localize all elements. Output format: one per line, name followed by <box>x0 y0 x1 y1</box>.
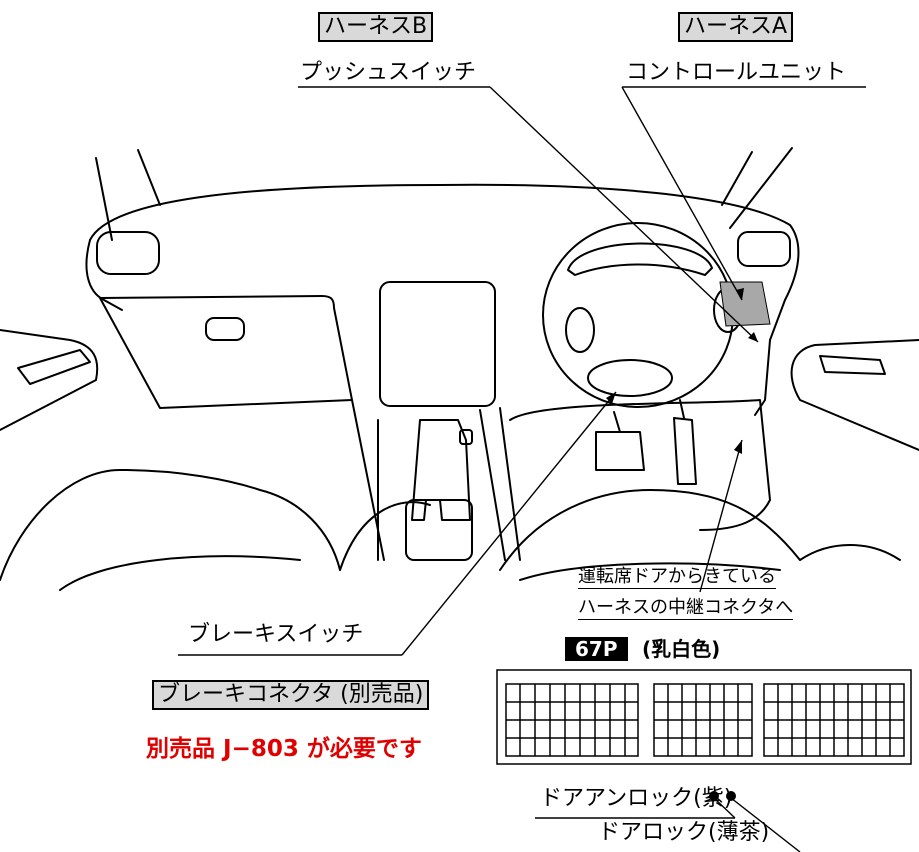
harness-a-label: ハーネスA <box>678 12 794 42</box>
lock-pin <box>726 791 736 801</box>
left-door-panel <box>0 329 99 431</box>
left-air-vent <box>96 231 160 275</box>
right-a-pillar <box>721 147 793 229</box>
left-a-pillar <box>95 149 161 241</box>
dashboard-outline <box>89 183 800 416</box>
left-seat-inner <box>59 555 301 591</box>
right-door-handle <box>819 355 886 375</box>
leader-door-lock <box>730 797 801 852</box>
driver-door-line1: 運転席ドアからきている <box>578 566 776 589</box>
center-console <box>351 399 521 561</box>
required-part-note: 別売品 J−803 が必要です <box>146 736 422 762</box>
center-panel <box>379 281 496 407</box>
right-seat-inner <box>519 562 781 581</box>
left-door-handle <box>17 349 91 385</box>
leader-control-unit-diag <box>621 86 743 301</box>
gear-knob-button <box>459 429 473 445</box>
leader-push-switch-diag <box>489 86 759 343</box>
push-switch-label: プッシュスイッチ <box>300 60 477 85</box>
arrow-control-unit <box>736 288 744 300</box>
right-center-vent <box>737 231 791 267</box>
right-seat-outer <box>799 544 901 561</box>
brake-switch-label: ブレーキスイッチ <box>188 622 364 647</box>
leader-door-connector <box>699 439 743 593</box>
arrow-door-connector <box>734 440 742 454</box>
gear-base <box>405 499 473 561</box>
pin-count-badge: 67P <box>565 637 628 661</box>
steering-wheel-outer <box>542 222 734 408</box>
steering-left-spoke <box>565 307 595 353</box>
accelerator-pedal <box>673 399 697 485</box>
door-lock-label: ドアロック(薄茶) <box>598 820 770 845</box>
brake-pedal <box>595 411 645 471</box>
harness-b-label: ハーネスB <box>318 12 434 42</box>
arrow-brake-switch <box>606 392 616 404</box>
gear-shifter <box>411 419 471 521</box>
brake-connector-label: ブレーキコネクタ (別売品) <box>152 680 430 710</box>
connector-housing <box>496 669 912 765</box>
steering-hub <box>587 359 673 397</box>
unlock-pin <box>709 791 719 801</box>
glovebox-handle <box>205 317 245 341</box>
leader-door-unlock-diag <box>713 797 736 819</box>
driver-door-line2: ハーネスの中継コネクタへ <box>578 597 794 620</box>
footwell-outline <box>509 399 771 531</box>
control-unit-label: コントロールユニット <box>626 60 847 85</box>
control-unit-box <box>719 281 771 327</box>
door-unlock-label: ドアアンロック(紫) <box>540 786 733 811</box>
dashboard-left-end <box>85 239 123 311</box>
right-seat <box>499 489 801 571</box>
glovebox <box>99 295 353 409</box>
center-left-seat <box>339 501 431 571</box>
steering-wheel-upper-spoke <box>567 242 713 276</box>
arrow-push-switch <box>748 332 758 342</box>
right-door-panel <box>790 339 919 451</box>
left-seat <box>0 469 341 581</box>
connector-67p <box>496 669 912 765</box>
connector-color-label: (乳白色) <box>642 637 721 661</box>
leader-brake-switch-diag <box>401 391 617 656</box>
